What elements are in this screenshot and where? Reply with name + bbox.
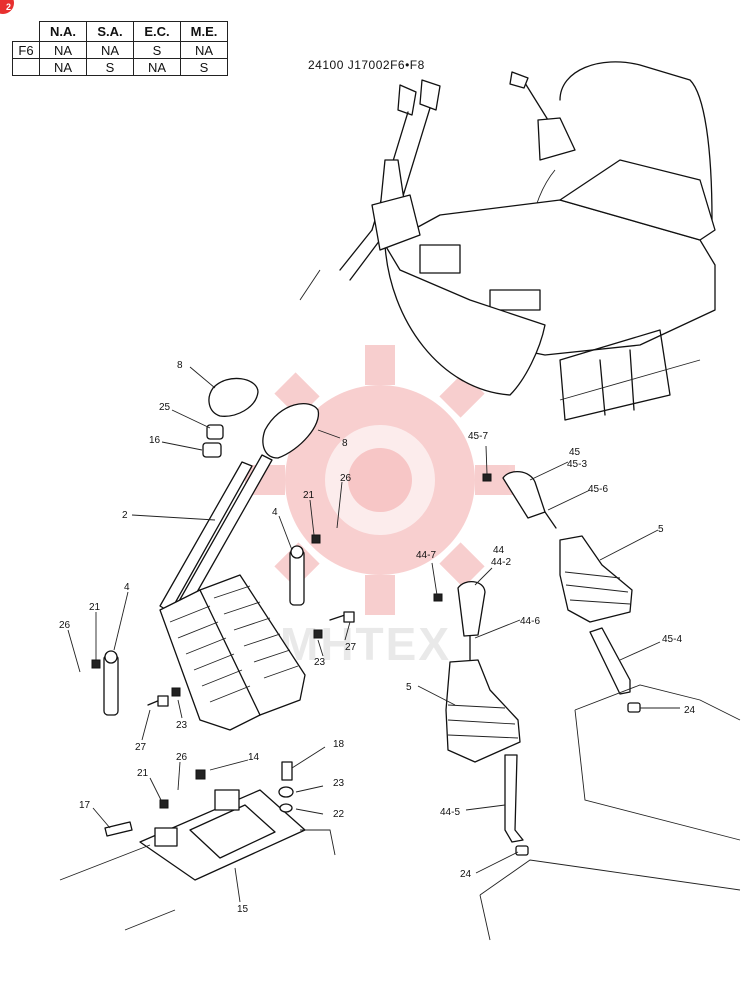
callout: 45-3 (567, 459, 587, 470)
callout: 26 (340, 473, 352, 484)
callout: 21 (303, 490, 315, 501)
callout: 23 (333, 778, 345, 789)
table-row: NA S NA S (12, 58, 228, 76)
header-sa: S.A. (86, 21, 134, 42)
callout: 27 (135, 742, 147, 753)
callout: 14 (248, 752, 260, 763)
table-cell: S (180, 58, 228, 76)
leader-lines (67, 366, 680, 903)
callout: 5 (406, 682, 412, 693)
callout: 17 (79, 800, 91, 811)
callout: 23 (314, 657, 326, 668)
diagram-code: 24100 J17002F6•F8 (308, 58, 425, 72)
callout: 24 (684, 705, 696, 716)
table-cell: S (86, 58, 134, 76)
callout-labels: 8 25 16 8 2 26 21 4 4 21 26 27 23 27 23 … (59, 360, 696, 915)
callout: 44 (493, 545, 505, 556)
callout: 4 (272, 507, 278, 518)
callout: 45 (569, 447, 581, 458)
variant-table: N.A. S.A. E.C. M.E. F6 NA NA S NA NA S N… (12, 21, 228, 76)
travel-lever-pedal-assembly (91, 377, 355, 731)
table-cell: NA (133, 58, 181, 76)
callout: 26 (59, 620, 71, 631)
callout: 15 (237, 904, 249, 915)
table-cell: NA (39, 58, 87, 76)
callout: 44-6 (520, 616, 540, 627)
callout: 26 (176, 752, 188, 763)
callout: 21 (137, 768, 149, 779)
header-ec: E.C. (133, 21, 181, 42)
floor-plate (59, 761, 336, 931)
callout: 44-7 (416, 550, 436, 561)
callout: 45-4 (662, 634, 682, 645)
callout: 21 (89, 602, 101, 613)
callout: 22 (333, 809, 345, 820)
callout: 18 (333, 739, 345, 750)
callout: 8 (342, 438, 348, 449)
callout: 24 (460, 869, 472, 880)
callout: 23 (176, 720, 188, 731)
callout: 16 (149, 435, 161, 446)
page-badge: 2 (0, 0, 14, 14)
callout: 8 (177, 360, 183, 371)
callout: 45-7 (468, 431, 488, 442)
callout: 2 (122, 510, 128, 521)
callout: 45-6 (588, 484, 608, 495)
header-me: M.E. (180, 21, 228, 42)
watermark-text: MHTEX (280, 618, 451, 670)
operator-seat-assembly (299, 61, 716, 421)
joystick-assembly (433, 471, 741, 941)
row-label: F6 (12, 41, 40, 59)
callout: 4 (124, 582, 130, 593)
callout: 44-5 (440, 807, 460, 818)
callout: 44-2 (491, 557, 511, 568)
callout: 27 (345, 642, 357, 653)
page-badge-label: 2 (5, 2, 11, 12)
callout: 5 (658, 524, 664, 535)
callout: 25 (159, 402, 171, 413)
